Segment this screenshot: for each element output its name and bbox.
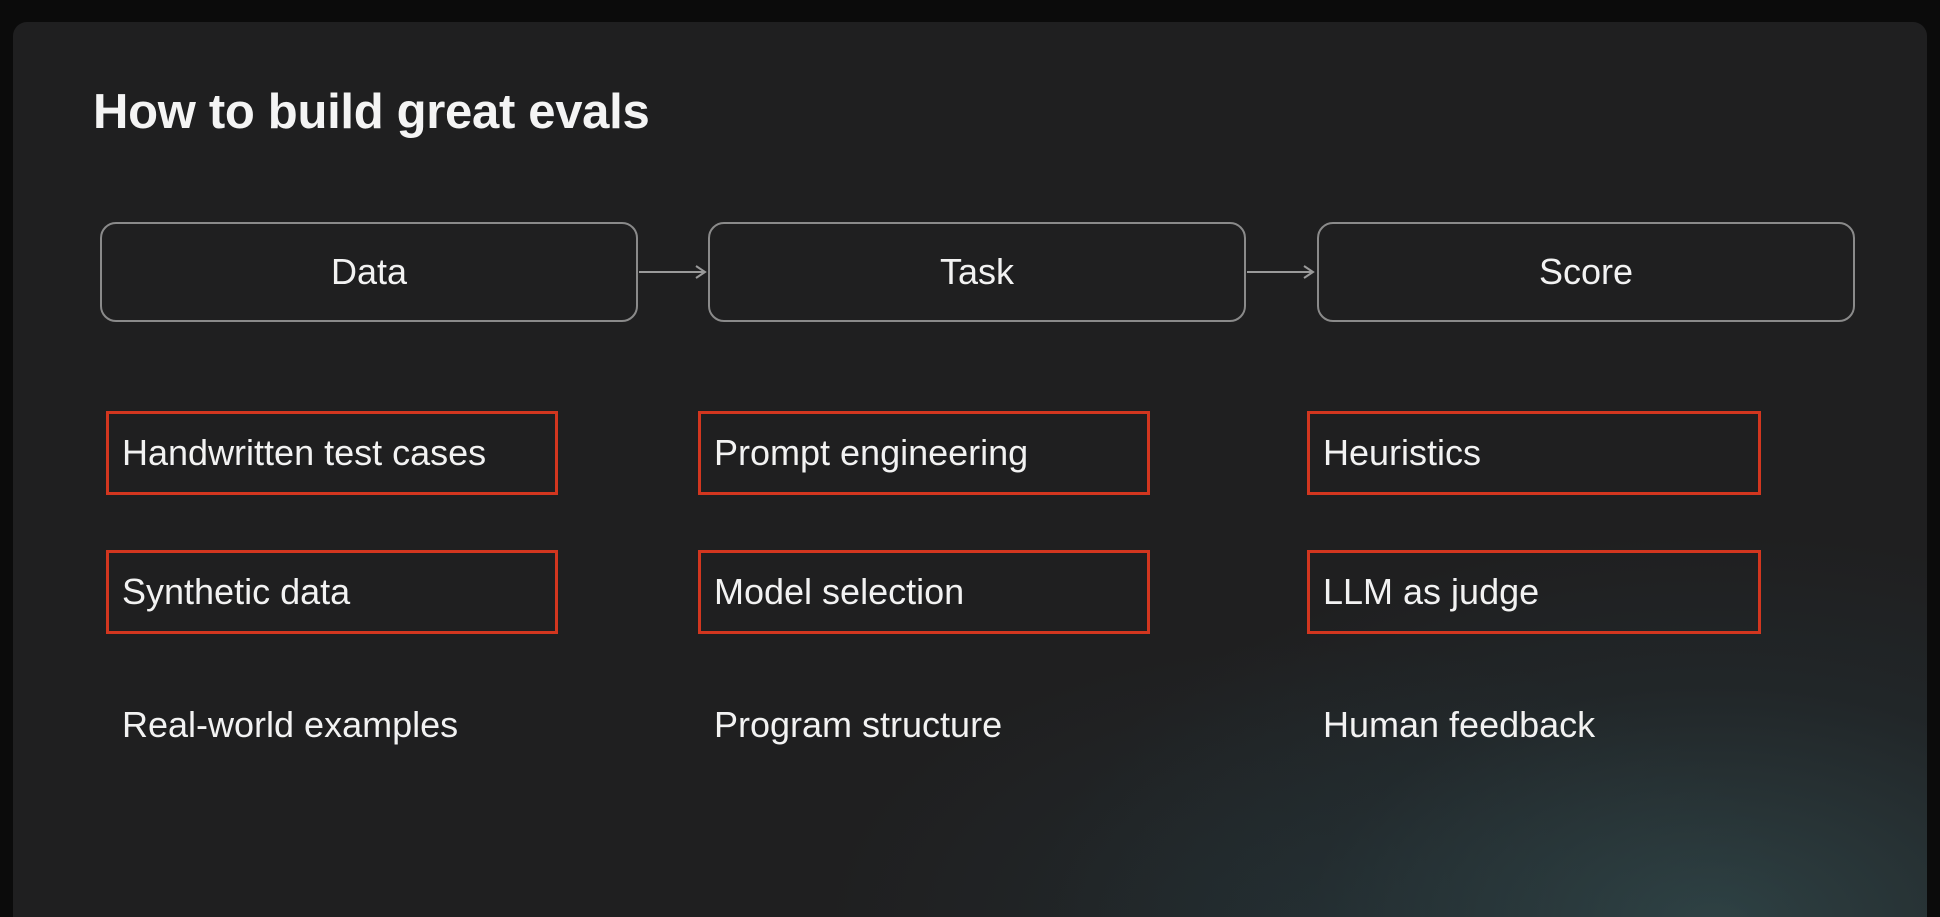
- arrow-right-icon: [1247, 265, 1315, 279]
- item-label: Handwritten test cases: [122, 432, 487, 473]
- data-item: Real-world examples: [106, 683, 558, 767]
- stage-score-label: Score: [1538, 251, 1634, 292]
- slide: How to build great evals Data Task Score…: [13, 22, 1927, 917]
- stage-data-label: Data: [330, 251, 408, 292]
- item-label: Heuristics: [1323, 432, 1482, 473]
- score-item: Human feedback: [1307, 683, 1761, 767]
- data-item-highlighted: Synthetic data: [106, 550, 558, 634]
- item-label: Program structure: [714, 704, 1003, 745]
- task-item: Program structure: [698, 683, 1150, 767]
- data-item-highlighted: Handwritten test cases: [106, 411, 558, 495]
- stage-task-label: Task: [939, 251, 1015, 292]
- item-label: LLM as judge: [1323, 571, 1540, 612]
- arrow-right-icon: [639, 265, 707, 279]
- item-label: Real-world examples: [122, 704, 459, 745]
- score-item-highlighted: Heuristics: [1307, 411, 1761, 495]
- slide-title: How to build great evals: [93, 85, 650, 139]
- task-item-highlighted: Prompt engineering: [698, 411, 1150, 495]
- stage-score-box: Score: [1317, 222, 1855, 322]
- item-label: Model selection: [714, 571, 965, 612]
- task-item-highlighted: Model selection: [698, 550, 1150, 634]
- stage-task-box: Task: [708, 222, 1246, 322]
- item-label: Synthetic data: [122, 571, 351, 612]
- item-label: Prompt engineering: [714, 432, 1029, 473]
- score-item-highlighted: LLM as judge: [1307, 550, 1761, 634]
- item-label: Human feedback: [1323, 704, 1596, 745]
- stage-data-box: Data: [100, 222, 638, 322]
